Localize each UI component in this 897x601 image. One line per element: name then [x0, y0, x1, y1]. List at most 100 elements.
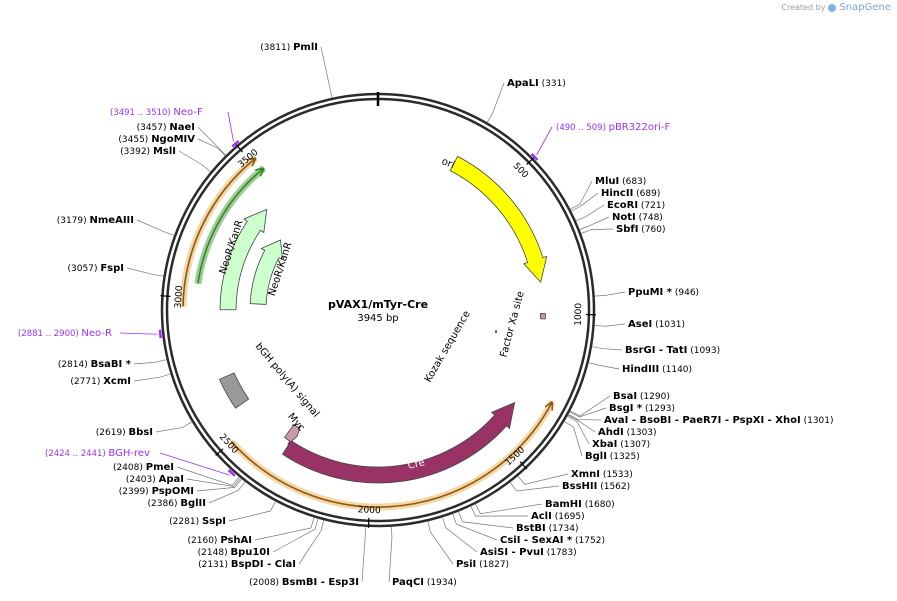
site-label-xcmi: (2771) XcmI: [70, 376, 131, 387]
site-label-noti: NotI (748): [612, 212, 663, 223]
site-enzyme-name: BsrGI: [625, 345, 655, 356]
orf-group: [179, 155, 556, 511]
site-label-bsrgi-tati: BsrGI - TatI (1093): [625, 345, 720, 356]
site-asei: AseI (1031): [594, 319, 685, 330]
site-leader-paqci: [388, 526, 393, 583]
primer-name: pBR322ori-F: [609, 122, 671, 133]
site-label-bbsi: (2619) BbsI: [96, 427, 153, 438]
tick-label-1500: 1500: [504, 445, 528, 468]
primer-group: (3491 .. 3510) Neo-F(490 .. 509) pBR322o…: [18, 107, 670, 477]
plasmid-name: pVAX1/mTyr-Cre: [328, 298, 428, 311]
site-label-hindiii: HindIII (1140): [622, 364, 692, 375]
site-enzyme-name: - PspXI: [721, 415, 764, 426]
site-bsshii: BssHII (1562): [509, 481, 630, 492]
site-naei: (3457) NaeI: [137, 122, 227, 156]
site-enzyme-name: NotI: [612, 212, 636, 223]
primer-range: (2424 .. 2441): [45, 449, 108, 459]
site-leader-bsshii: [509, 482, 560, 492]
site-coord: (1031): [652, 320, 685, 330]
primer-leader-neo-f: [227, 111, 234, 142]
primer-leader-neo-r: [119, 332, 158, 335]
site-leader-xmni: [517, 473, 569, 485]
site-asisi-pvui: AsiSI - PvuI (1783): [442, 517, 577, 558]
site-enzyme-name: NmeAIII: [90, 215, 134, 226]
site-label-bspdi-clai: (2131) BspDI - ClaI: [198, 559, 296, 570]
site-enzyme-name: PmeI: [146, 462, 174, 473]
primer-label-pbr322ori-f: (490 .. 509) pBR322ori-F: [556, 122, 670, 133]
site-leader-bspdi-clai: [298, 520, 325, 565]
site-label-naei: (3457) NaeI: [137, 122, 195, 133]
site-enzyme-name: PpuMI *: [628, 287, 673, 298]
site-enzyme-name: PsiI: [456, 559, 476, 570]
site-paqci: PaqCI (1934): [388, 526, 457, 588]
site-leader-xcmi: [133, 373, 171, 382]
site-leader-fspi: [126, 267, 164, 277]
site-label-pspomi: (2399) PspOMI: [119, 486, 194, 497]
tick-label-2500: 2500: [217, 432, 240, 456]
site-coord: (2148): [198, 548, 231, 558]
site-mlui: MluI (683): [570, 176, 646, 210]
site-label-bsai: BsaI (1290): [613, 391, 670, 402]
site-coord: (1680): [582, 500, 615, 510]
site-leader-asei: [594, 323, 626, 327]
site-psii: PsiI (1827): [427, 521, 509, 570]
site-leader-pmei: [176, 466, 240, 486]
site-enzyme-name: XbaI: [592, 439, 617, 450]
site-enzyme-name: - TatI: [655, 345, 687, 356]
site-enzyme-name: Bpu10I: [230, 547, 270, 558]
site-leader-bglii: [208, 481, 246, 504]
site-label-avai-bsobi-paer7i-pspxi-xhoi: AvaI - BsoBI - PaeR7I - PspXI - XhoI (13…: [604, 415, 834, 426]
site-coord: (1307): [617, 440, 650, 450]
site-leader-bgli: [563, 421, 583, 457]
site-leader-pshai: [254, 517, 315, 541]
site-enzyme-name: HindIII: [622, 364, 659, 375]
site-label-csii-sexai: CsiI - SexAI * (1752): [500, 535, 605, 546]
site-label-bsabi: (2814) BsaBI *: [58, 359, 132, 370]
site-label-bgli: BglI (1325): [585, 451, 640, 462]
site-leader-sspi: [228, 501, 276, 522]
site-enzyme-name: BspDI: [231, 559, 264, 570]
primer-mark-neo-f: [231, 140, 240, 148]
plasmid-size: 3945 bp: [357, 313, 398, 324]
site-leader-bsabi: [133, 359, 167, 365]
site-bstbi: BstBI (1734): [458, 511, 579, 534]
site-coord: (1533): [600, 470, 633, 480]
site-label-ppumi: PpuMI * (946): [628, 287, 699, 298]
site-coord: (1734): [546, 524, 579, 534]
site-coord: (1695): [552, 512, 585, 522]
site-leader-sbfi: [580, 228, 614, 234]
site-label-msli: (3392) MslI: [120, 146, 176, 157]
site-enzyme-name: EcoRI: [607, 200, 638, 211]
site-label-bsshii: BssHII (1562): [562, 481, 630, 492]
site-leader-bsgi: [569, 407, 607, 418]
site-leader-asisi-pvui: [442, 517, 478, 553]
site-enzyme-name: - Esp3I: [317, 577, 359, 588]
site-leader-apai: [186, 477, 241, 487]
site-xmni: XmnI (1533): [517, 469, 633, 485]
site-enzyme-name: FspI: [100, 263, 124, 274]
site-label-ecori: EcoRI (721): [607, 200, 665, 211]
tick-mark-1500: [519, 461, 528, 470]
site-leader-bbsi: [155, 421, 193, 433]
site-coord: (1827): [476, 560, 509, 570]
site-pspomi: (2399) PspOMI: [119, 478, 242, 497]
orf-line-2: [197, 167, 265, 284]
site-label-bsmbi-esp3i: (2008) BsmBI - Esp3I: [249, 577, 359, 588]
site-coord: (1293): [642, 404, 675, 414]
site-label-acli: AclI (1695): [531, 511, 585, 522]
site-coord: (1325): [607, 452, 640, 462]
site-enzyme-name: XcmI: [103, 376, 131, 387]
primer-name: BGH-rev: [108, 448, 150, 459]
site-coord: (331): [539, 79, 566, 89]
snapgene-logo-icon: [828, 3, 837, 12]
created-by-label: Created by: [781, 3, 826, 12]
site-hincii: HincII (689): [570, 188, 660, 212]
site-coord: (1290): [637, 392, 670, 402]
feature-bgh-poly-a-signal-4: [218, 372, 250, 409]
site-enzyme-name: NaeI: [169, 122, 195, 133]
site-enzyme-name: XmnI: [571, 469, 600, 480]
site-coord: (1934): [424, 578, 457, 588]
site-avai-bsobi-paer7i-pspxi-xhoi: AvaI - BsoBI - PaeR7I - PspXI - XhoI (13…: [568, 413, 834, 426]
site-label-sspi: (2281) SspI: [169, 516, 226, 527]
